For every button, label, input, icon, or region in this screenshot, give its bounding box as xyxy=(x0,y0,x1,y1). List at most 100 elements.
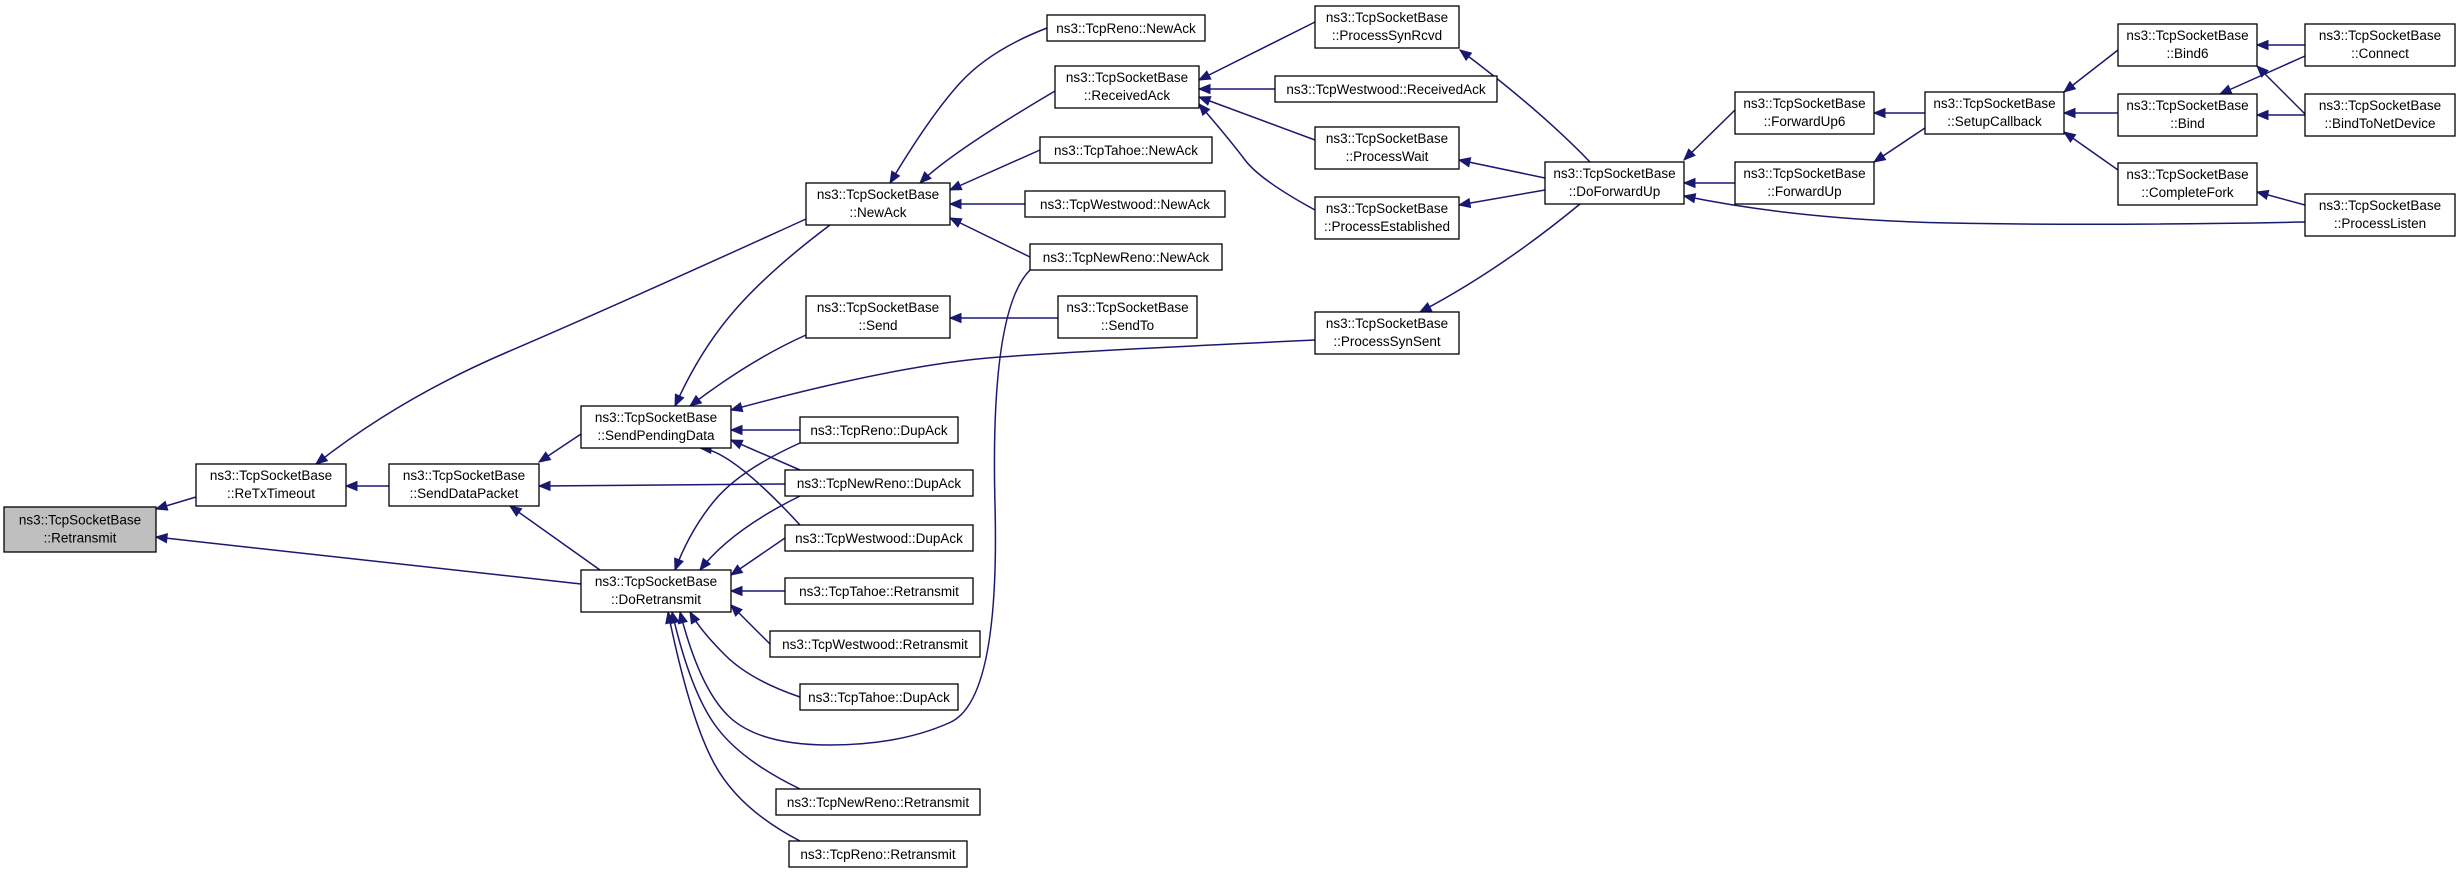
arrowhead-icon xyxy=(1458,49,1473,62)
edge-line xyxy=(667,611,801,842)
node-westwood-receivedack[interactable]: ns3::TcpWestwood::ReceivedAck xyxy=(1274,75,1498,103)
node-label-line2: ::SetupCallback xyxy=(1947,114,2042,129)
node-complete-fork[interactable]: ns3::TcpSocketBase::CompleteFork xyxy=(2117,162,2258,206)
arrowhead-icon xyxy=(689,610,701,625)
node-label-line2: ::ProcessSynSent xyxy=(1333,334,1441,349)
node-newreno-retransmit[interactable]: ns3::TcpNewReno::Retransmit xyxy=(775,788,981,816)
node-box xyxy=(580,569,732,613)
node-retransmit: ns3::TcpSocketBase::Retransmit xyxy=(3,506,157,553)
arrowhead-icon xyxy=(674,557,684,572)
node-reno-newack[interactable]: ns3::TcpReno::NewAck xyxy=(1046,14,1206,42)
node-connect[interactable]: ns3::TcpSocketBase::Connect xyxy=(2304,23,2456,67)
edge-line xyxy=(1683,195,2306,226)
arrowhead-icon xyxy=(314,452,329,465)
edge-line xyxy=(538,483,786,487)
edge-bind-to-setup-callback xyxy=(2062,107,2118,119)
node-label-line1: ns3::TcpSocketBase xyxy=(2126,28,2248,43)
node-do-forward-up[interactable]: ns3::TcpSocketBase::DoForwardUp xyxy=(1544,161,1685,205)
node-bind[interactable]: ns3::TcpSocketBase::Bind xyxy=(2117,93,2258,137)
node-retx-timeout[interactable]: ns3::TcpSocketBase::ReTxTimeout xyxy=(195,463,347,507)
node-tahoe-newack[interactable]: ns3::TcpTahoe::NewAck xyxy=(1039,136,1213,164)
node-box xyxy=(1046,14,1206,42)
arrowhead-icon xyxy=(1197,70,1212,81)
node-box xyxy=(775,788,981,816)
node-bind6[interactable]: ns3::TcpSocketBase::Bind6 xyxy=(2117,23,2258,67)
node-label-line1: ns3::TcpNewReno::Retransmit xyxy=(787,795,970,810)
node-label-line1: ns3::TcpSocketBase xyxy=(19,513,141,528)
arrowhead-icon xyxy=(729,401,744,413)
node-send-data-packet[interactable]: ns3::TcpSocketBase::SendDataPacket xyxy=(388,463,540,507)
node-box xyxy=(805,295,951,339)
node-label-line1: ns3::TcpSocketBase xyxy=(1066,300,1188,315)
node-label-line1: ns3::TcpTahoe::NewAck xyxy=(1054,143,1198,158)
edge-line xyxy=(671,611,801,790)
arrowhead-icon xyxy=(537,451,552,463)
edge-bind-to-net-device-to-bind xyxy=(2255,109,2305,121)
node-newreno-dupack[interactable]: ns3::TcpNewReno::DupAck xyxy=(784,469,974,497)
edge-process-established-to-received-ack xyxy=(1198,102,1316,211)
node-box xyxy=(799,683,959,711)
node-box xyxy=(1274,75,1498,103)
edge-reno-newack-to-new-ack xyxy=(889,27,1048,185)
node-label-line1: ns3::TcpSocketBase xyxy=(1743,166,1865,181)
edge-forward-up-to-do-forward-up xyxy=(1682,177,1735,189)
edge-line xyxy=(1683,109,1736,161)
node-received-ack[interactable]: ns3::TcpSocketBase::ReceivedAck xyxy=(1054,65,1200,109)
node-label-line2: ::DoForwardUp xyxy=(1569,184,1661,199)
edge-send-to-to-send xyxy=(948,312,1058,324)
node-tahoe-dupack[interactable]: ns3::TcpTahoe::DupAck xyxy=(799,683,959,711)
node-westwood-newack[interactable]: ns3::TcpWestwood::NewAck xyxy=(1024,190,1226,218)
edge-do-retransmit-to-send-data-packet xyxy=(508,505,601,571)
node-westwood-dupack[interactable]: ns3::TcpWestwood::DupAck xyxy=(784,524,974,552)
node-process-wait[interactable]: ns3::TcpSocketBase::ProcessWait xyxy=(1314,126,1460,170)
edge-forward-up6-to-do-forward-up xyxy=(1683,109,1736,161)
node-do-retransmit[interactable]: ns3::TcpSocketBase::DoRetransmit xyxy=(580,569,732,613)
arrowhead-icon xyxy=(948,312,962,324)
node-box xyxy=(2304,93,2456,137)
node-label-line1: ns3::TcpSocketBase xyxy=(210,468,332,483)
node-bind-to-net-device[interactable]: ns3::TcpSocketBase::BindToNetDevice xyxy=(2304,93,2456,137)
node-box xyxy=(2117,93,2258,137)
edge-line xyxy=(674,224,831,407)
arrowhead-icon xyxy=(1872,151,1887,163)
node-label-line2: ::Bind xyxy=(2170,116,2205,131)
node-label-line2: ::ForwardUp xyxy=(1767,184,1841,199)
node-box xyxy=(1314,5,1460,49)
edge-received-ack-to-new-ack xyxy=(919,90,1056,184)
arrowhead-icon xyxy=(154,500,169,511)
node-reno-dupack[interactable]: ns3::TcpReno::DupAck xyxy=(799,416,959,444)
edge-reno-retransmit-to-do-retransmit xyxy=(665,610,801,842)
node-tahoe-retransmit[interactable]: ns3::TcpTahoe::Retransmit xyxy=(784,577,974,605)
edge-reno-dupack-to-do-retransmit xyxy=(674,442,801,572)
node-label-line1: ns3::TcpNewReno::NewAck xyxy=(1043,250,1210,265)
node-process-syn-sent[interactable]: ns3::TcpSocketBase::ProcessSynSent xyxy=(1314,311,1460,355)
node-send-pending-data[interactable]: ns3::TcpSocketBase::SendPendingData xyxy=(580,405,732,449)
node-forward-up[interactable]: ns3::TcpSocketBase::ForwardUp xyxy=(1734,161,1875,205)
node-setup-callback[interactable]: ns3::TcpSocketBase::SetupCallback xyxy=(1924,91,2065,135)
edge-line xyxy=(949,149,1041,191)
node-westwood-retransmit[interactable]: ns3::TcpWestwood::Retransmit xyxy=(769,630,981,658)
node-send[interactable]: ns3::TcpSocketBase::Send xyxy=(805,295,951,339)
edge-tahoe-dupack-to-do-retransmit xyxy=(689,610,801,698)
edge-line xyxy=(689,611,801,698)
node-reno-retransmit[interactable]: ns3::TcpReno::Retransmit xyxy=(788,840,968,868)
node-label-line2: ::Send xyxy=(858,318,897,333)
node-send-to[interactable]: ns3::TcpSocketBase::SendTo xyxy=(1057,295,1198,339)
node-label-line1: ns3::TcpSocketBase xyxy=(817,187,939,202)
node-label-line2: ::Connect xyxy=(2351,46,2409,61)
edge-newreno-dupack-to-send-data-packet xyxy=(537,480,786,492)
arrowhead-icon xyxy=(2062,80,2077,93)
node-process-syn-rcvd[interactable]: ns3::TcpSocketBase::ProcessSynRcvd xyxy=(1314,5,1460,49)
node-newreno-newack[interactable]: ns3::TcpNewReno::NewAck xyxy=(1029,243,1223,271)
node-label-line1: ns3::TcpNewReno::DupAck xyxy=(797,476,962,491)
edge-newreno-newack-to-do-retransmit xyxy=(677,269,1031,746)
node-new-ack[interactable]: ns3::TcpSocketBase::NewAck xyxy=(805,182,951,226)
edge-retx-timeout-to-retransmit xyxy=(154,496,197,511)
edge-line xyxy=(949,217,1031,258)
node-box xyxy=(2117,23,2258,67)
node-forward-up6[interactable]: ns3::TcpSocketBase::ForwardUp6 xyxy=(1734,91,1875,135)
node-process-listen[interactable]: ns3::TcpSocketBase::ProcessListen xyxy=(2304,193,2456,237)
node-process-established[interactable]: ns3::TcpSocketBase::ProcessEstablished xyxy=(1314,196,1460,240)
node-label-line1: ns3::TcpSocketBase xyxy=(2126,98,2248,113)
node-box xyxy=(3,506,157,553)
